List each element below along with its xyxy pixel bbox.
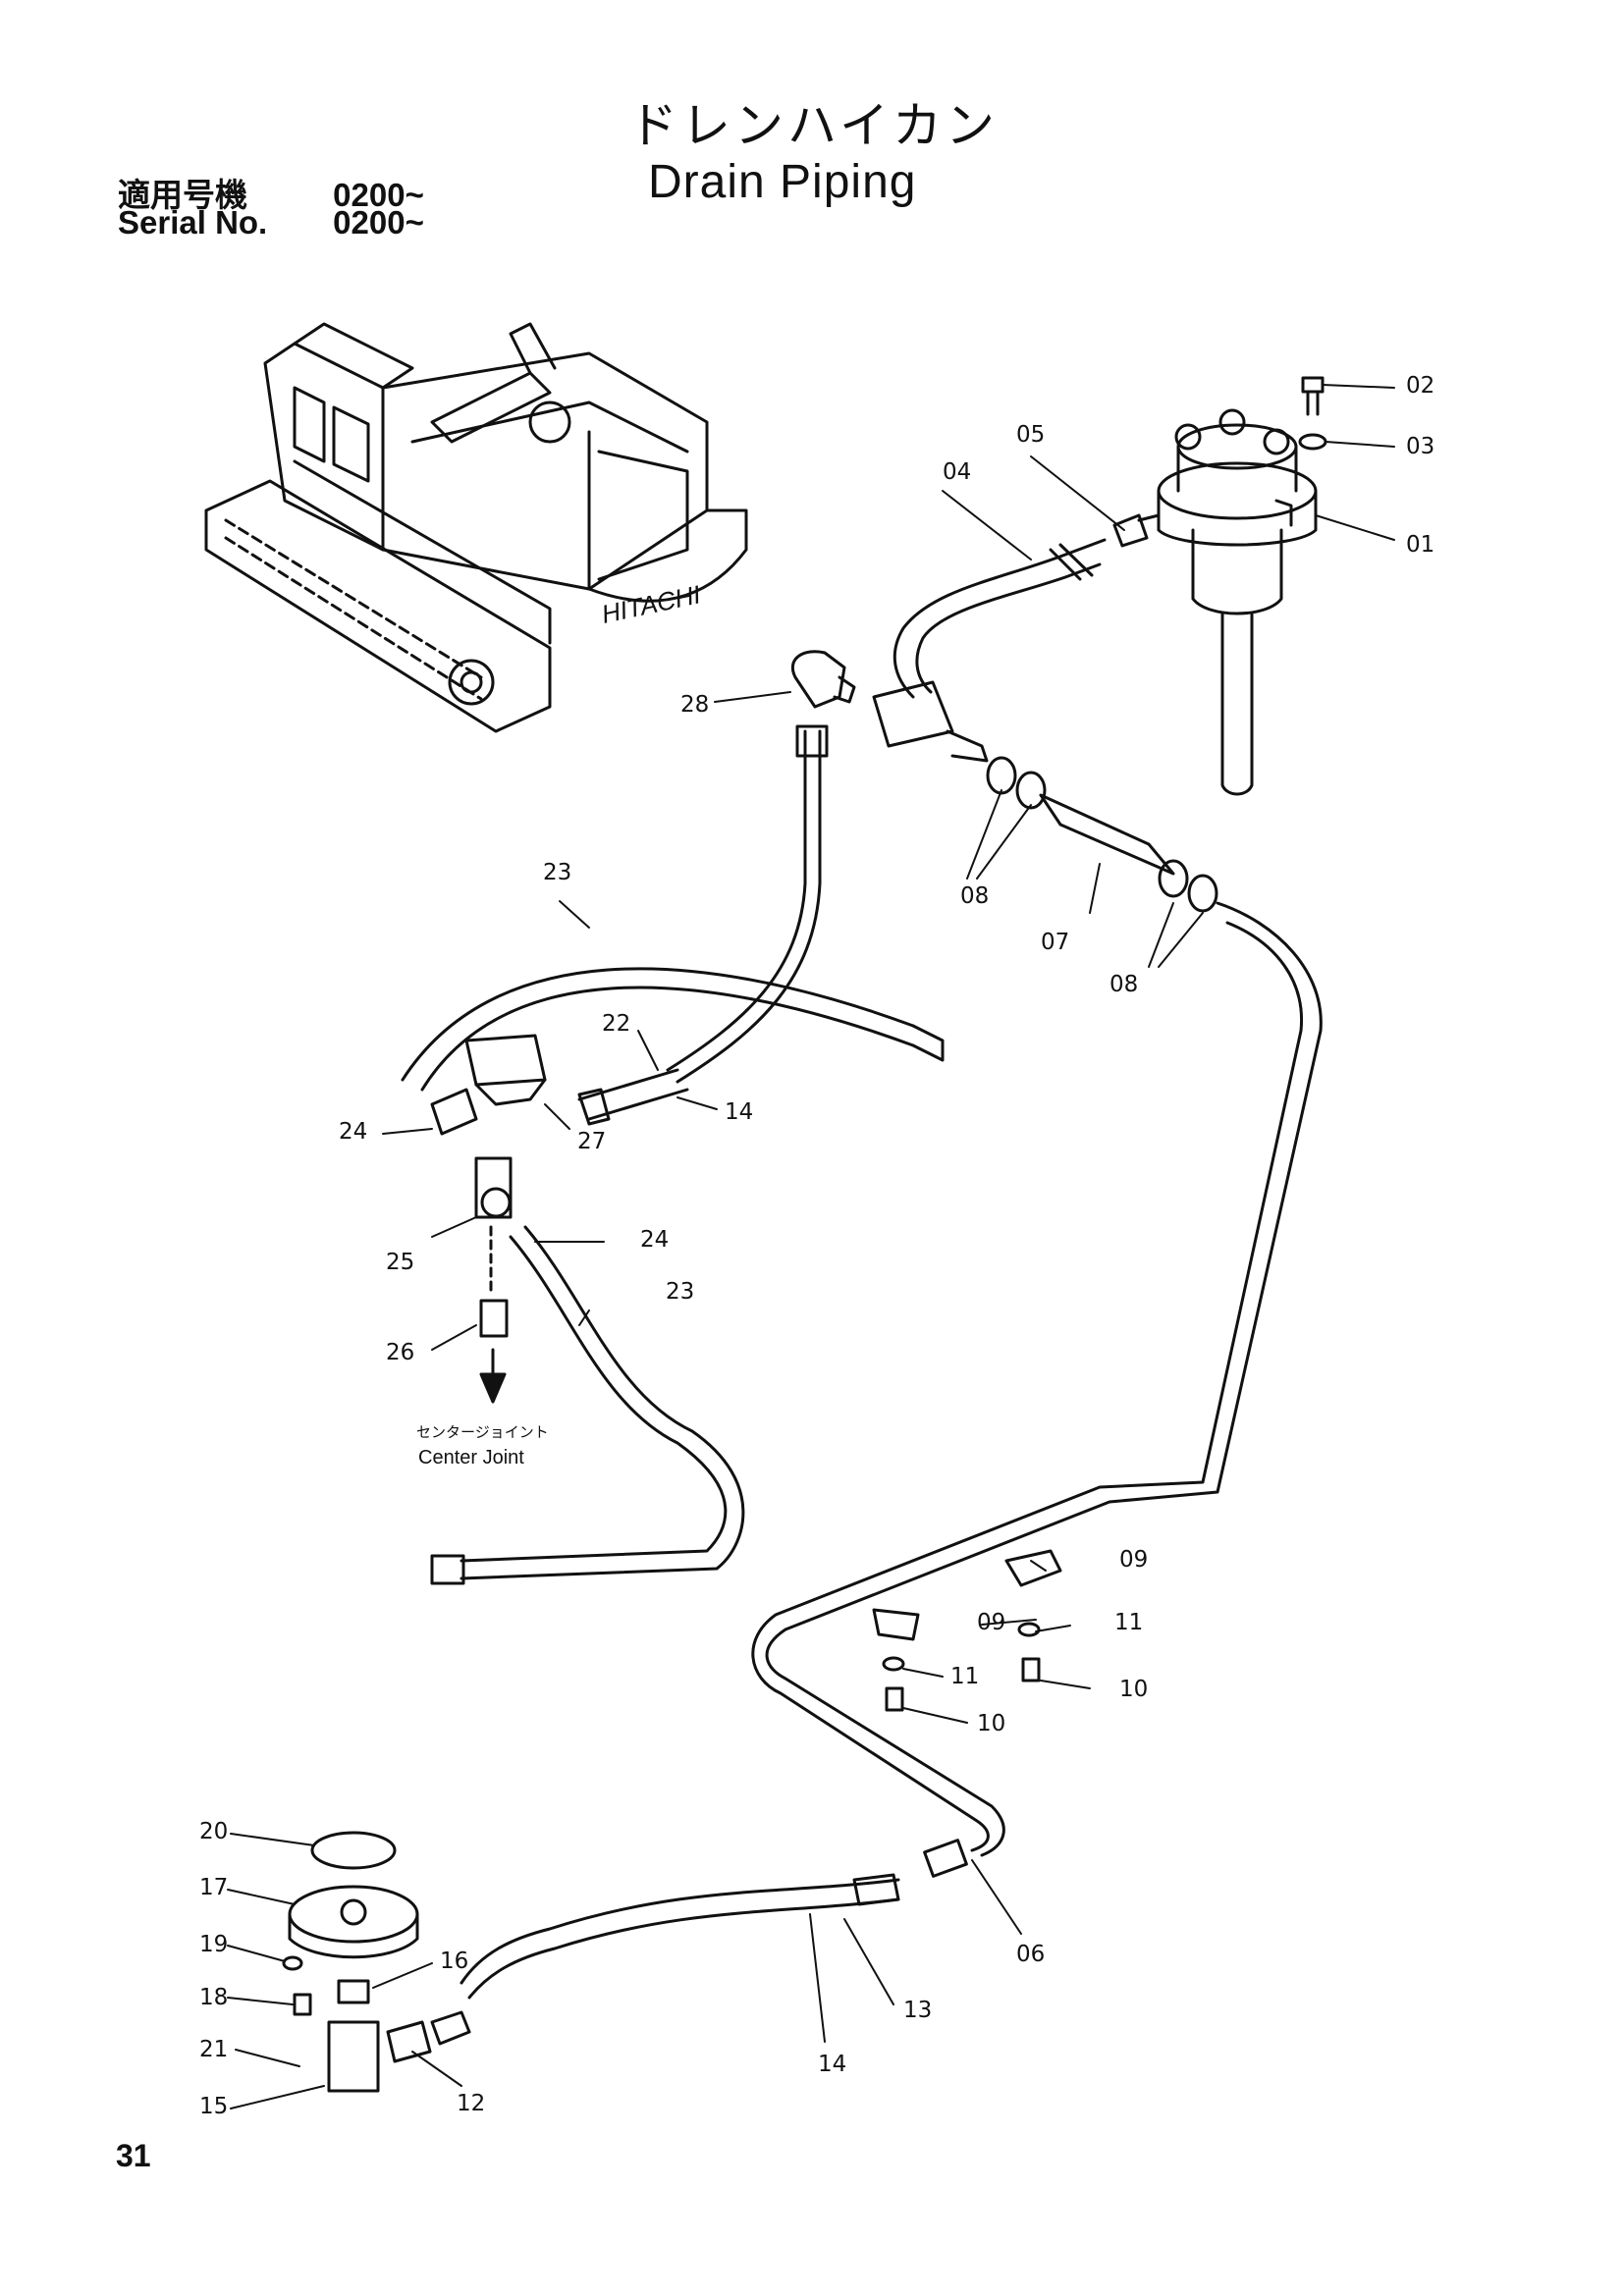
callout-19: 19: [199, 1932, 229, 1957]
callout-07: 07: [1041, 930, 1070, 955]
callout-08-a: 08: [960, 883, 990, 909]
adapter-26: [479, 1299, 509, 1338]
callout-13: 13: [903, 1998, 933, 2023]
rotary-unit: [1157, 408, 1318, 796]
center-joint-label-en: Center Joint: [418, 1447, 524, 1468]
page-number: 31: [116, 2138, 151, 2173]
serial-en-row: Serial No. 0200~: [118, 204, 424, 241]
title-japanese: ドレンハイカン: [628, 97, 999, 154]
callout-10-a: 10: [1119, 1677, 1149, 1702]
fitting-16: [337, 1979, 370, 2004]
callout-03: 03: [1406, 434, 1435, 459]
bracket-09: [1004, 1549, 1062, 1587]
callout-04: 04: [943, 459, 972, 485]
serial-en-label: Serial No.: [118, 204, 268, 240]
callout-14-b: 14: [818, 2052, 847, 2077]
callout-23-a: 23: [543, 860, 572, 885]
callout-21: 21: [199, 2037, 229, 2062]
bolt-02: [1301, 376, 1325, 394]
callout-28: 28: [680, 692, 710, 718]
leader-lines: [227, 384, 1395, 2109]
callout-06: 06: [1016, 1942, 1046, 1967]
serial-en-value: 0200~: [333, 204, 424, 240]
fitting-12: [386, 2020, 432, 2063]
callout-17: 17: [199, 1875, 229, 1900]
serial-jp-row: 適用号機 0200~: [118, 169, 424, 216]
excavator-illustration: [204, 322, 748, 733]
callout-24-a: 24: [339, 1119, 368, 1145]
callout-09-a: 09: [1119, 1547, 1149, 1573]
callout-12: 12: [457, 2091, 486, 2116]
hose-07: [1039, 793, 1175, 876]
clamp-08: [986, 756, 1017, 795]
callout-02: 02: [1406, 373, 1435, 399]
callout-18: 18: [199, 1985, 229, 2010]
callout-10-b: 10: [977, 1711, 1006, 1736]
callout-20: 20: [199, 1819, 229, 1844]
callout-05: 05: [1016, 422, 1046, 448]
serial-jp-value: 0200~: [333, 177, 424, 213]
title-english: Drain Piping: [648, 156, 917, 208]
machine-brand-label: HITACHI: [599, 579, 703, 629]
callout-27: 27: [577, 1129, 607, 1154]
callout-14-a: 14: [725, 1099, 754, 1125]
callout-11-a: 11: [1114, 1610, 1144, 1635]
block-27: [464, 1034, 547, 1087]
tee-25: [480, 1187, 512, 1218]
callout-01: 01: [1406, 532, 1435, 558]
callout-16: 16: [440, 1949, 469, 1974]
callout-22: 22: [602, 1011, 631, 1037]
callout-15: 15: [199, 2094, 229, 2119]
callout-23-b: 23: [666, 1279, 695, 1305]
serial-jp-label: 適用号機: [118, 177, 247, 213]
callout-24-b: 24: [640, 1227, 670, 1253]
callout-11-b: 11: [950, 1664, 980, 1689]
center-joint-label-jp: センタージョイント: [416, 1423, 549, 1441]
callout-25: 25: [386, 1250, 415, 1275]
callout-26: 26: [386, 1340, 415, 1365]
o-ring-20: [310, 1831, 397, 1870]
callout-08-b: 08: [1109, 972, 1139, 997]
tee-15: [327, 2020, 380, 2093]
washer-03: [1298, 433, 1327, 451]
callout-09-b: 09: [977, 1610, 1006, 1635]
cover-17: [288, 1885, 419, 1944]
